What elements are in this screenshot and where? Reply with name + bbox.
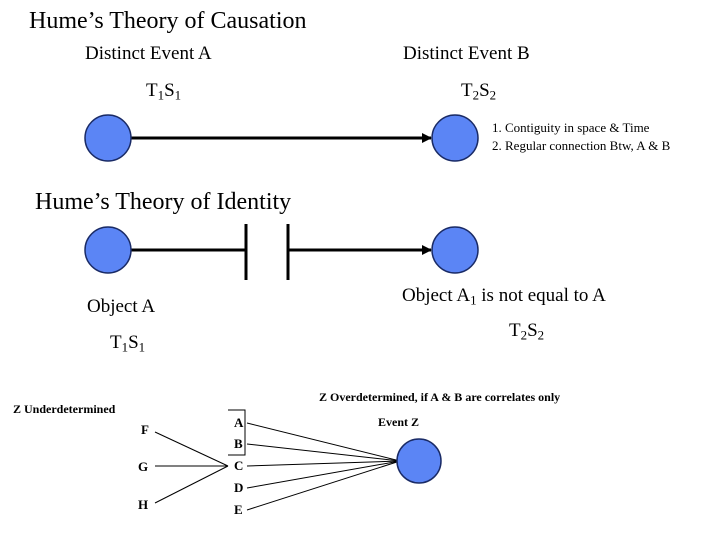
edge-a-to-z xyxy=(246,422,401,462)
node-label-a: A xyxy=(234,415,244,430)
event-a-node xyxy=(84,114,132,162)
event-z-node xyxy=(396,438,442,484)
causation-title: Hume’s Theory of Causation xyxy=(29,8,307,34)
edge-b-to-z xyxy=(246,443,401,462)
ab-bracket xyxy=(228,409,246,456)
object-a1-statement: Object A1 is not equal to A xyxy=(402,285,606,308)
node-label-c: C xyxy=(234,458,244,473)
identity-title: Hume’s Theory of Identity xyxy=(35,189,292,215)
object-a-time-space: T1S1 xyxy=(110,332,146,355)
event-b-time-space: T2S2 xyxy=(461,80,497,103)
event-b-node xyxy=(431,114,479,162)
object-a-node xyxy=(84,226,132,274)
condition-contiguity: 1. Contiguity in space & Time xyxy=(492,120,650,135)
edge-h-to-c xyxy=(154,465,229,504)
node-label-h: H xyxy=(138,497,149,512)
node-label-d: D xyxy=(234,480,244,495)
underdetermined-label: Z Underdetermined xyxy=(13,402,116,416)
edge-c-to-z xyxy=(246,460,401,467)
event-a-time-space: T1S1 xyxy=(146,80,182,103)
edge-e-to-z xyxy=(246,460,401,511)
object-a1-time-space: T2S2 xyxy=(509,320,545,343)
node-label-g: G xyxy=(138,459,149,474)
event-a-label: Distinct Event A xyxy=(85,43,212,64)
edge-d-to-z xyxy=(246,460,401,489)
event-b-label: Distinct Event B xyxy=(403,43,530,64)
object-a-label: Object A xyxy=(87,296,156,317)
node-label-e: E xyxy=(234,502,243,517)
node-label-b: B xyxy=(234,436,243,451)
condition-regular-connection: 2. Regular connection Btw, A & B xyxy=(492,138,671,153)
edge-f-to-c xyxy=(154,431,229,467)
overdetermined-label: Z Overdetermined, if A & B are correlate… xyxy=(319,390,561,404)
event-z-label: Event Z xyxy=(378,415,420,429)
node-label-f: F xyxy=(141,422,149,437)
object-a1-node xyxy=(431,226,479,274)
